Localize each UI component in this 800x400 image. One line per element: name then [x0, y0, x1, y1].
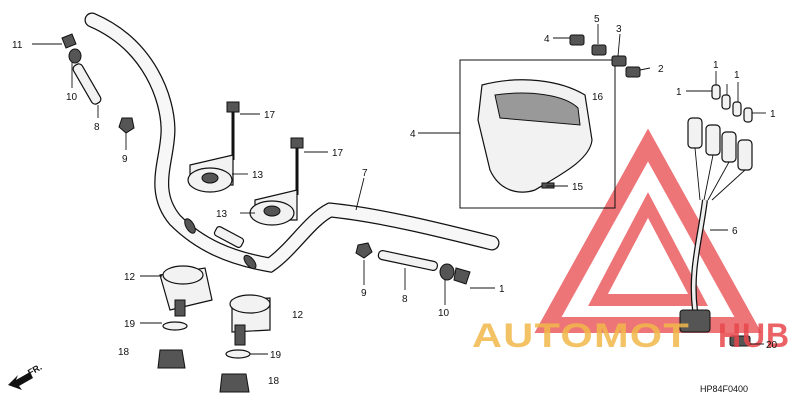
part-9-nut — [118, 117, 135, 134]
meter-cover-frame — [459, 59, 616, 209]
meter-cover-assembly — [459, 59, 616, 209]
wire-harness — [679, 117, 753, 347]
callout-17-lower: 17 — [332, 148, 344, 159]
watermark-triangle-inner — [588, 192, 708, 306]
callout-9-right: 9 — [361, 288, 367, 299]
callout-8-left: 8 — [94, 122, 100, 133]
right-grip-parts — [355, 242, 471, 285]
handlebar-pipe — [84, 12, 500, 273]
callout-18-right: 18 — [268, 376, 280, 387]
callout-3: 3 — [616, 24, 622, 35]
part-10-collar-right — [439, 263, 455, 281]
callout-10-left: 10 — [66, 92, 78, 103]
callout-7: 7 — [362, 168, 368, 179]
part-8-weight — [72, 63, 102, 105]
lower-holders — [157, 265, 271, 393]
callout-5: 5 — [594, 14, 600, 25]
callout-4-socket: 4 — [544, 34, 550, 45]
front-direction-marker: FR. — [8, 362, 44, 390]
callout-1-bulb-d: 1 — [770, 109, 776, 120]
watermark-wordmark: AUTOMOT HUB — [472, 317, 790, 355]
part-1-clip-right — [453, 267, 471, 285]
callout-1-bulb-c: 1 — [734, 70, 740, 81]
callout-11: 11 — [12, 40, 23, 51]
callout-1-bulb-a: 1 — [676, 87, 682, 98]
left-grip-parts — [61, 33, 135, 134]
callout-1-grip: 1 — [499, 284, 505, 295]
watermark-logo — [534, 128, 762, 333]
callout-13-upper: 13 — [252, 170, 264, 181]
callout-12-left: 12 — [124, 272, 136, 283]
callout-14-frame: 4 — [410, 129, 416, 140]
front-arrow-icon — [8, 372, 33, 390]
callout-13-lower: 13 — [216, 209, 228, 220]
callout-10-right: 10 — [438, 308, 450, 319]
callout-15: 15 — [572, 182, 584, 193]
indicator-bulbs — [569, 34, 753, 123]
diagram-code: HP84F0400 — [700, 384, 748, 394]
callout-9-left: 9 — [122, 154, 128, 165]
part-9-nut-right — [355, 242, 373, 259]
watermark-brand-right: HUB — [718, 317, 790, 355]
callout-1-bulb-b: 1 — [713, 60, 719, 71]
callout-6: 6 — [732, 226, 738, 237]
callout-labels: 11 10 8 9 17 17 13 13 7 12 12 19 19 18 1… — [12, 14, 778, 387]
callout-20: 20 — [766, 340, 778, 351]
callout-8-right: 8 — [402, 294, 408, 305]
callout-12-right: 12 — [292, 310, 304, 321]
callout-17-upper: 17 — [264, 110, 276, 121]
callout-16: 16 — [592, 92, 604, 103]
callout-2: 2 — [658, 64, 664, 75]
part-10-collar — [68, 48, 82, 64]
watermark-brand-left: AUTOMOT — [472, 317, 690, 355]
part-11-clip — [61, 33, 77, 49]
front-label: FR. — [26, 362, 44, 378]
callout-19-right: 19 — [270, 350, 282, 361]
callout-18-left: 18 — [118, 347, 130, 358]
upper-holders — [187, 101, 304, 226]
callout-19-left: 19 — [124, 319, 136, 330]
leader-lines — [32, 24, 766, 355]
part-8-weight-right — [377, 249, 439, 271]
